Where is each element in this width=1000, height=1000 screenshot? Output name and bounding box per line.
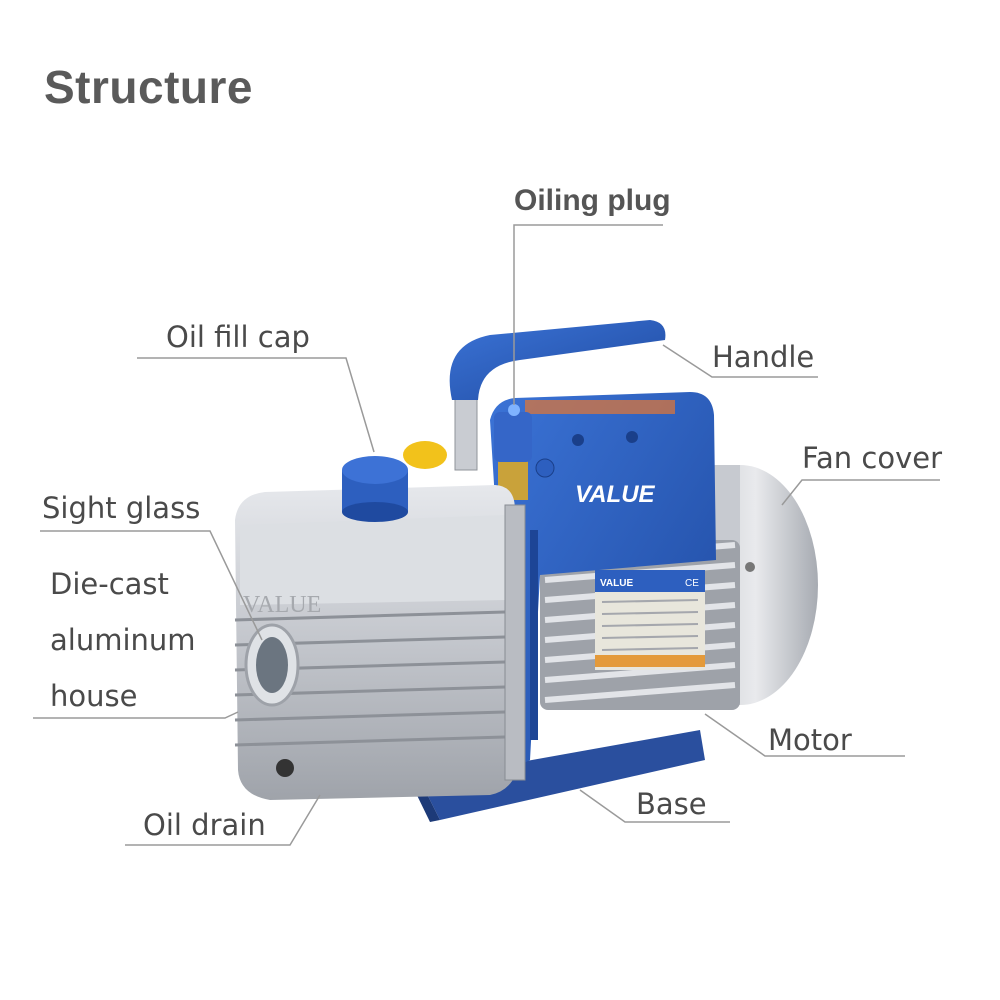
label-die-cast-line3: house xyxy=(50,679,138,713)
label-base: Base xyxy=(636,787,707,821)
nameplate: VALUE CE xyxy=(595,570,705,670)
label-oil-drain: Oil drain xyxy=(143,808,266,842)
handle-part xyxy=(449,320,666,471)
oil-drain-part xyxy=(276,759,294,777)
svg-text:VALUE: VALUE xyxy=(575,481,656,508)
svg-text:VALUE: VALUE xyxy=(243,592,321,618)
die-cast-housing-part: VALUE xyxy=(234,456,526,800)
oil-fill-cap-part xyxy=(342,456,408,522)
yellow-cap xyxy=(403,441,447,469)
label-motor: Motor xyxy=(768,723,852,757)
label-handle: Handle xyxy=(712,340,815,374)
label-die-cast-line1: Die-cast xyxy=(50,567,169,601)
blue-body-part: VALUE xyxy=(490,392,716,770)
svg-text:CE: CE xyxy=(685,578,699,589)
label-die-cast-line2: aluminum xyxy=(50,623,196,657)
label-oiling-plug: Oiling plug xyxy=(514,184,671,217)
label-fan-cover: Fan cover xyxy=(802,441,943,475)
label-oil-fill-cap: Oil fill cap xyxy=(166,320,310,354)
page-title: Structure xyxy=(44,61,253,113)
label-sight-glass: Sight glass xyxy=(42,491,201,525)
svg-text:VALUE: VALUE xyxy=(600,578,633,589)
